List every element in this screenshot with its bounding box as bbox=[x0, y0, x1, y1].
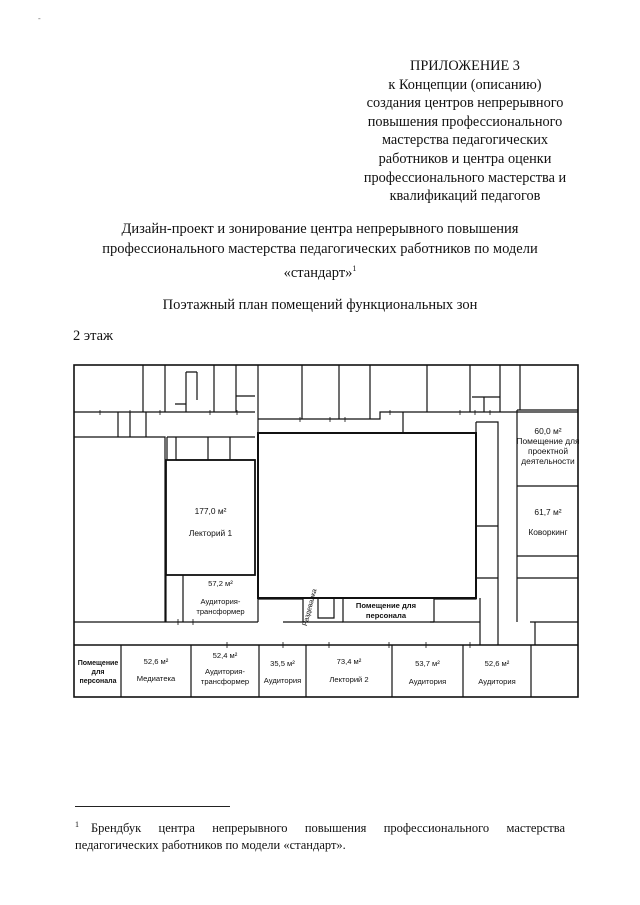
header-line: к Концепции (описанию) bbox=[388, 76, 542, 93]
room-transformer-1: 57,2 м² Аудитория-трансформер bbox=[183, 579, 258, 617]
room-auditorium-1: 35,5 м² Аудитория bbox=[259, 655, 306, 689]
room-name: Лекторий 1 bbox=[188, 528, 233, 538]
room-area: 53,7 м² bbox=[415, 659, 440, 668]
header-line: работников и центра оценки bbox=[378, 150, 552, 167]
scan-mark: - bbox=[38, 14, 41, 23]
room-staff-left: Помещение для персонала bbox=[77, 660, 119, 685]
footnote-number: 1 bbox=[75, 820, 79, 829]
title-line: профессионального мастерства педагогичес… bbox=[102, 241, 538, 257]
room-lecture-2: 73,4 м² Лекторий 2 bbox=[306, 653, 392, 689]
room-auditorium-3: 52,6 м² Аудитория bbox=[463, 655, 531, 691]
room-coworking: 61,7 м² Коворкинг bbox=[516, 502, 580, 542]
header-line: мастерства педагогических bbox=[381, 132, 549, 149]
room-name: Аудитория bbox=[478, 677, 516, 686]
room-name: Медиатека bbox=[136, 674, 176, 683]
room-name: Аудитория-трансформер bbox=[196, 597, 245, 616]
room-area: 52,6 м² bbox=[143, 657, 169, 666]
room-area: 61,7 м² bbox=[534, 507, 562, 517]
room-name: Аудитория-трансформер bbox=[200, 667, 250, 686]
room-mediateka: 52,6 м² Медиатека bbox=[121, 653, 191, 687]
header-line: профессионального мастерства и bbox=[363, 169, 567, 186]
footnote-text: Брендбук центра непрерывного повышения п… bbox=[75, 821, 565, 853]
room-area: 35,5 м² bbox=[270, 659, 295, 668]
room-lecture-1: 177,0 м² Лекторий 1 bbox=[166, 500, 255, 544]
room-name: Помещение для проектной деятельности bbox=[516, 436, 580, 466]
header-line: квалификаций педагогов bbox=[389, 188, 541, 205]
title-line: «стандарт»1 bbox=[60, 259, 580, 283]
floor-label: 2 этаж bbox=[73, 328, 114, 344]
footnote-divider bbox=[75, 806, 230, 807]
document-title: Дизайн-проект и зонирование центра непре… bbox=[60, 219, 580, 283]
room-area: 177,0 м² bbox=[194, 506, 227, 516]
room-staff-middle: Помещение для персонала bbox=[355, 601, 417, 620]
plan-walls bbox=[73, 364, 579, 698]
room-area: 57,2 м² bbox=[208, 579, 233, 588]
title-line-text: «стандарт» bbox=[283, 264, 353, 281]
room-area: 73,4 м² bbox=[336, 657, 362, 666]
room-name: Аудитория bbox=[263, 676, 302, 685]
room-name: Коворкинг bbox=[528, 527, 568, 537]
header-line: создания центров непрерывного bbox=[366, 95, 564, 112]
appendix-header: ПРИЛОЖЕНИЕ 3 к Концепции (описанию) созд… bbox=[340, 57, 590, 206]
room-name: Лекторий 2 bbox=[329, 675, 369, 684]
header-line: повышения профессионального bbox=[367, 113, 563, 130]
room-area: 60,0 м² bbox=[534, 426, 562, 436]
room-project: 60,0 м² Помещение для проектной деятельн… bbox=[516, 426, 580, 466]
room-name: Аудитория bbox=[408, 677, 447, 686]
door-marks bbox=[99, 410, 491, 648]
room-transformer-2: 52,4 м² Аудитория-трансформер bbox=[191, 651, 259, 687]
plan-subtitle: Поэтажный план помещений функциональных … bbox=[162, 297, 478, 313]
header-line: ПРИЛОЖЕНИЕ 3 bbox=[410, 58, 520, 74]
room-area: 52,4 м² bbox=[212, 651, 238, 660]
footnote-ref[interactable]: 1 bbox=[352, 264, 357, 273]
room-area: 52,6 м² bbox=[484, 659, 510, 668]
title-line: Дизайн-проект и зонирование центра непре… bbox=[121, 221, 519, 237]
room-auditorium-2: 53,7 м² Аудитория bbox=[392, 655, 463, 691]
